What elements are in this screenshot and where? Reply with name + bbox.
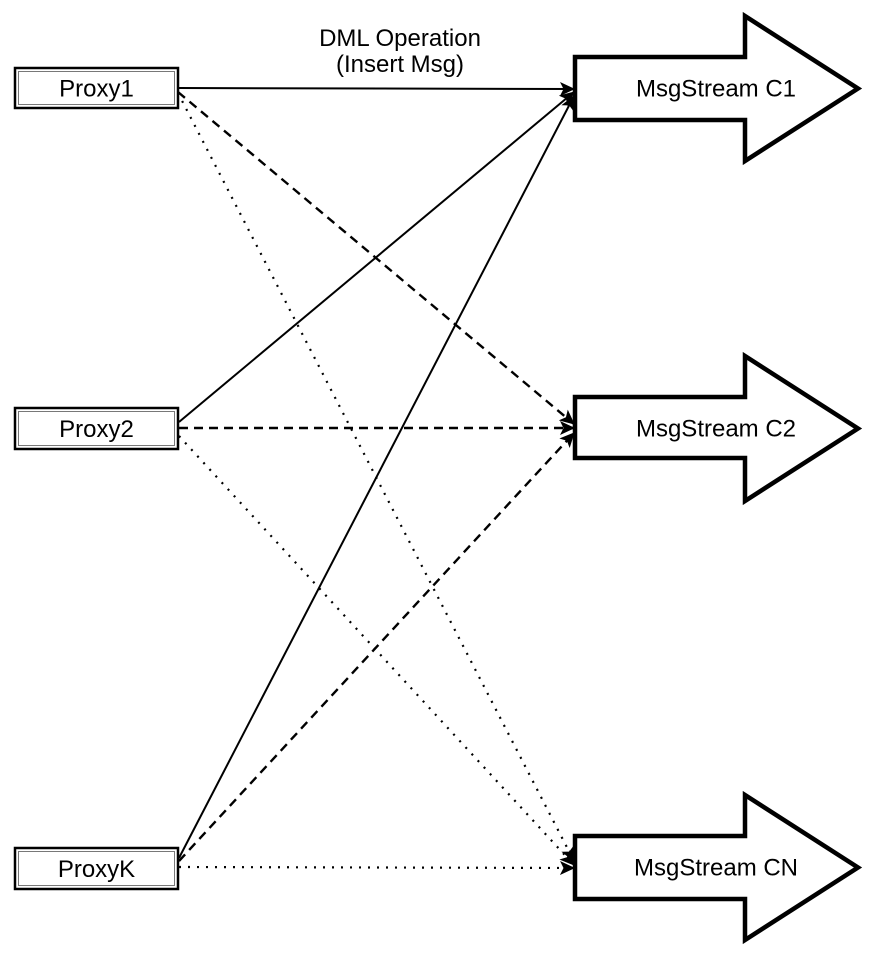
edge-proxy2-cn bbox=[178, 435, 575, 866]
proxyk-box-inner-border bbox=[18, 851, 175, 886]
proxy1-label: Proxy1 bbox=[59, 76, 134, 103]
proxy2-box-inner-border bbox=[18, 411, 175, 446]
edge-proxy1-c1 bbox=[178, 81, 575, 96]
proxy1-box-inner-border bbox=[18, 71, 175, 105]
msgstream-c1-node: MsgStream C1 bbox=[572, 11, 863, 166]
proxyk-label: ProxyK bbox=[58, 856, 135, 883]
msgstream-c2-shape bbox=[572, 351, 863, 506]
dml-operation-label: DML Operation (Insert Msg) bbox=[319, 25, 481, 78]
msgstream-c1-shape bbox=[572, 11, 863, 166]
proxy1-node: Proxy1 bbox=[13, 66, 180, 110]
edges-layer bbox=[177, 81, 575, 875]
edge-proxyk-cn bbox=[178, 860, 575, 875]
edge-proxy1-c2 bbox=[177, 91, 575, 425]
msgstream-c1-label: MsgStream C1 bbox=[636, 76, 796, 103]
msgstream-cn-node: MsgStream CN bbox=[572, 790, 863, 945]
proxyk-box bbox=[13, 846, 180, 891]
proxy2-label: Proxy2 bbox=[59, 416, 134, 443]
edge-proxyk-c2 bbox=[178, 432, 575, 862]
msgstream-c2-label: MsgStream C2 bbox=[636, 416, 796, 443]
proxy1-box bbox=[13, 66, 180, 110]
dml-operation-label-line1: DML Operation bbox=[319, 25, 481, 52]
msgstream-cn-label: MsgStream CN bbox=[634, 855, 798, 882]
msgstream-cn-shape bbox=[572, 790, 863, 945]
edge-proxy1-cn bbox=[177, 92, 575, 862]
proxy2-node: Proxy2 bbox=[13, 406, 180, 451]
proxy2-box bbox=[13, 406, 180, 451]
msgstream-c2-node: MsgStream C2 bbox=[572, 351, 863, 506]
dml-operation-label-line2: (Insert Msg) bbox=[336, 51, 464, 78]
proxyk-node: ProxyK bbox=[13, 846, 180, 891]
